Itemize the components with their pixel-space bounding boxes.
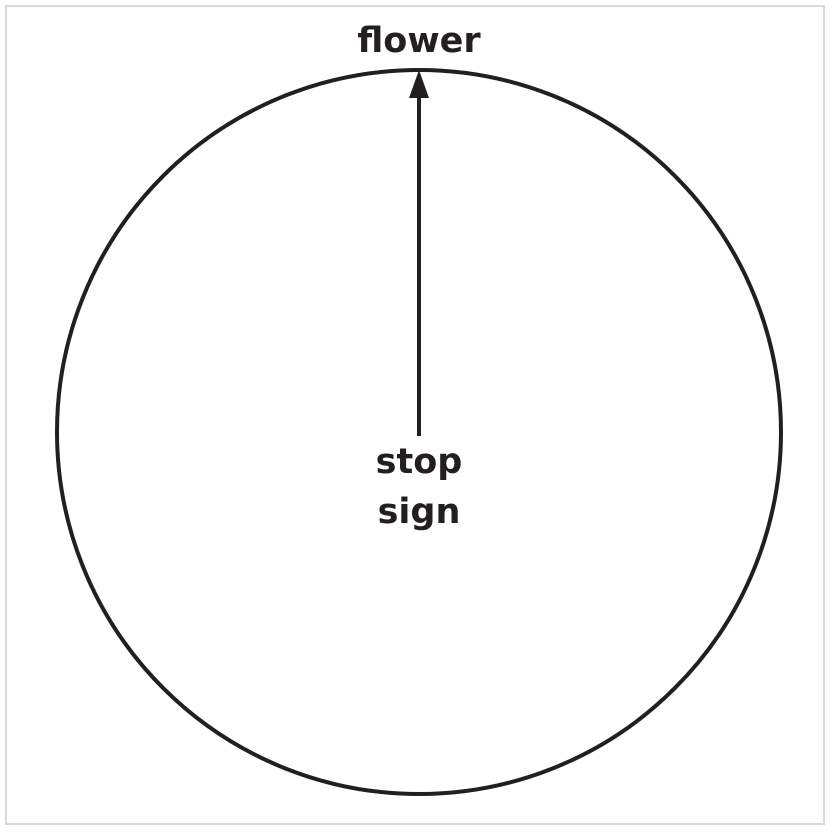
center-label-line2: sign (378, 492, 461, 532)
top-label: flower (357, 21, 481, 61)
arrow-head-icon (409, 70, 429, 98)
center-label-line1: stop (376, 442, 463, 482)
diagram-frame (5, 5, 825, 825)
